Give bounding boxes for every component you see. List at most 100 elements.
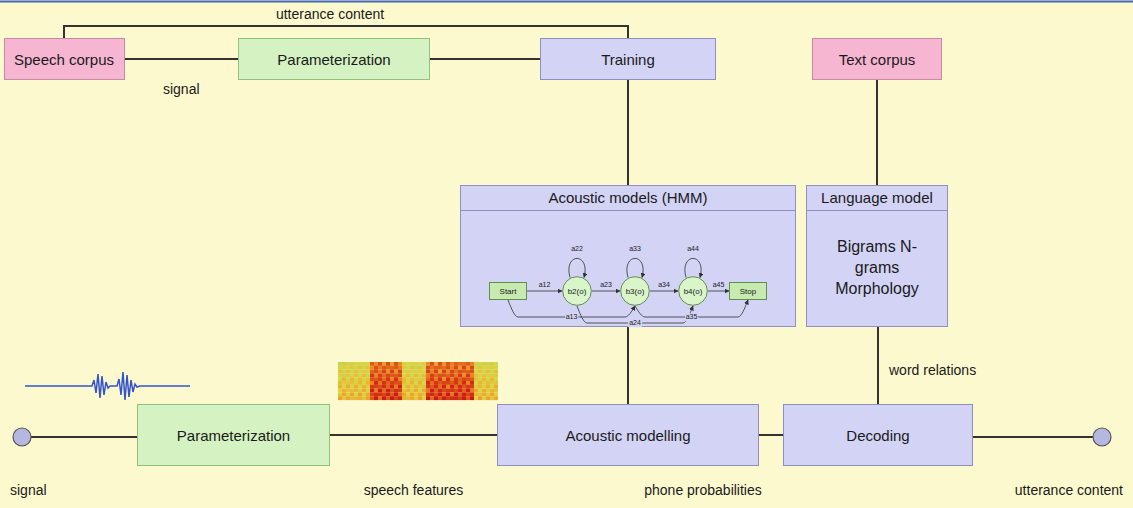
- spectrogram-cell: [410, 396, 414, 400]
- spectrogram-cell: [382, 381, 386, 385]
- spectrogram-cell: [350, 392, 354, 396]
- spectrogram-cell: [346, 362, 350, 366]
- spectrogram-cell: [434, 396, 438, 400]
- self-loop: [685, 258, 701, 277]
- spectrogram-cell: [378, 381, 382, 385]
- spectrogram-cell: [414, 389, 418, 393]
- spectrogram-cell: [494, 362, 498, 366]
- spectrogram-cell: [402, 385, 406, 389]
- spectrogram-cell: [386, 366, 390, 370]
- spectrogram-cell: [418, 373, 422, 377]
- spectrogram-cell: [414, 392, 418, 396]
- spectrogram-cell: [450, 366, 454, 370]
- spectrogram-cell: [442, 385, 446, 389]
- spectrogram-cell: [354, 377, 358, 381]
- spectrogram-cell: [486, 377, 490, 381]
- spectrogram-cell: [434, 389, 438, 393]
- box-label: Parameterization: [177, 427, 290, 444]
- spectrogram-cell: [342, 389, 346, 393]
- spectrogram-cell: [474, 396, 478, 400]
- spectrogram-cell: [362, 392, 366, 396]
- spectrogram-cell: [478, 396, 482, 400]
- connector: [708, 291, 729, 292]
- spectrogram-cell: [450, 389, 454, 393]
- spectrogram-cell: [410, 381, 414, 385]
- spectrogram-cell: [406, 396, 410, 400]
- spectrogram-cell: [474, 370, 478, 374]
- spectrogram-cell: [386, 373, 390, 377]
- spectrogram-cell: [362, 385, 366, 389]
- spectrogram-cell: [366, 370, 370, 374]
- spectrogram-cell: [362, 389, 366, 393]
- spectrogram-cell: [358, 370, 362, 374]
- spectrogram-cell: [442, 373, 446, 377]
- spectrogram-cell: [338, 396, 342, 400]
- spectrogram-cell: [362, 381, 366, 385]
- spectrogram-cell: [462, 385, 466, 389]
- spectrogram-cell: [466, 366, 470, 370]
- spectrogram-cell: [346, 377, 350, 381]
- connector: [876, 80, 878, 185]
- spectrogram-cell: [410, 385, 414, 389]
- spectrogram-cell: [442, 381, 446, 385]
- spectrogram-cell: [438, 389, 442, 393]
- spectrogram-cell: [466, 396, 470, 400]
- spectrogram-cell: [462, 381, 466, 385]
- spectrogram-cell: [390, 385, 394, 389]
- waveform: [25, 372, 190, 400]
- self-loop: [627, 258, 643, 277]
- spectrogram-cell: [442, 389, 446, 393]
- connector: [650, 291, 678, 292]
- spectrogram-cell: [470, 381, 474, 385]
- spectrogram-cell: [430, 373, 434, 377]
- spectrogram-cell: [338, 366, 342, 370]
- model-box: Acoustic models (HMM)Startb2(o)b3(o)b4(o…: [460, 185, 796, 327]
- spectrogram-cell: [482, 385, 486, 389]
- spectrogram-cell: [382, 392, 386, 396]
- edge-label: a12: [538, 281, 552, 289]
- spectrogram-cell: [390, 396, 394, 400]
- spectrogram-cell: [442, 396, 446, 400]
- spectrogram-cell: [358, 396, 362, 400]
- spectrogram-cell: [382, 389, 386, 393]
- spectrogram-cell: [426, 362, 430, 366]
- spectrogram-cell: [366, 377, 370, 381]
- spectrogram-cell: [402, 377, 406, 381]
- spectrogram-cell: [358, 373, 362, 377]
- spectrogram-cell: [414, 362, 418, 366]
- spectrogram-cell: [346, 396, 350, 400]
- edge-label: phone probabilities: [642, 482, 764, 499]
- spectrogram-cell: [350, 373, 354, 377]
- spectrogram-cell: [490, 385, 494, 389]
- spectrogram-cell: [358, 389, 362, 393]
- spectrogram-cell: [466, 373, 470, 377]
- spectrogram-cell: [486, 385, 490, 389]
- spectrogram-cell: [466, 381, 470, 385]
- spectrogram-cell: [494, 389, 498, 393]
- spectrogram-cell: [494, 377, 498, 381]
- spectrogram-cell: [422, 392, 426, 396]
- spectrogram-cell: [462, 392, 466, 396]
- box-label: b2(o): [568, 287, 587, 296]
- spectrogram-cell: [370, 370, 374, 374]
- edge-label: a35: [685, 313, 699, 321]
- spectrogram-cell: [410, 373, 414, 377]
- spectrogram-cell: [342, 373, 346, 377]
- spectrogram-cell: [486, 396, 490, 400]
- connector: [64, 26, 628, 38]
- connector: [330, 434, 497, 436]
- spectrogram-cell: [446, 377, 450, 381]
- spectrogram-cell: [434, 385, 438, 389]
- spectrogram-cell: [354, 396, 358, 400]
- spectrogram-cell: [446, 381, 450, 385]
- box-label: Parameterization: [277, 51, 390, 68]
- spectrogram-cell: [406, 377, 410, 381]
- spectrogram-cell: [422, 385, 426, 389]
- spectrogram-cell: [454, 366, 458, 370]
- spectrogram-cell: [486, 366, 490, 370]
- spectrogram-cell: [402, 396, 406, 400]
- spectrogram-cell: [346, 392, 350, 396]
- spectrogram-cell: [346, 370, 350, 374]
- transition-label: a22: [570, 245, 584, 253]
